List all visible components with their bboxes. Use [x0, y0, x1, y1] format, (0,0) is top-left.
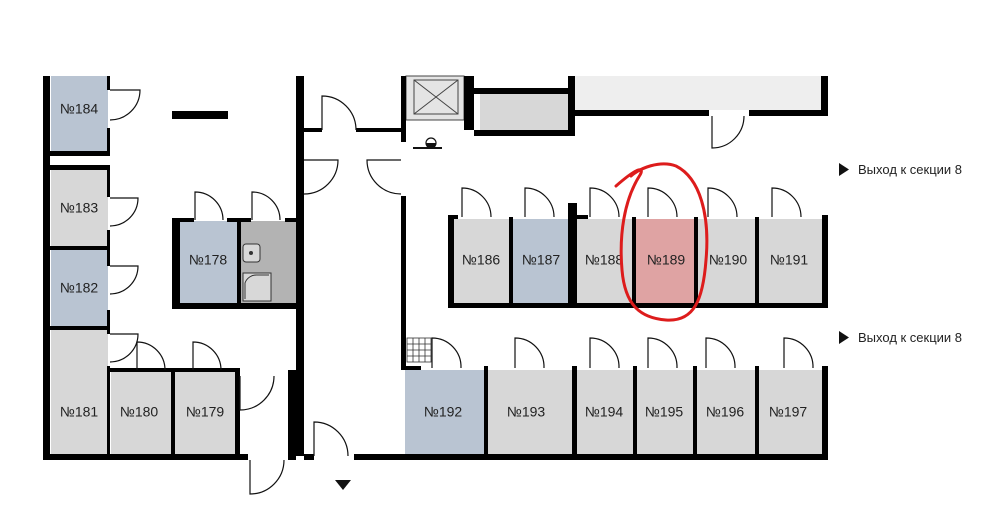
room-195[interactable]	[637, 370, 693, 454]
room-label-190: №190	[709, 252, 748, 268]
room-191[interactable]	[759, 219, 822, 303]
room-187[interactable]	[513, 219, 568, 303]
shower-icon	[242, 272, 272, 302]
fire-extinguisher-icon	[413, 137, 442, 149]
room-189[interactable]	[636, 219, 694, 303]
highlight-circle	[614, 162, 709, 322]
play-arrow-icon	[839, 163, 849, 176]
doors	[109, 89, 814, 495]
room-197[interactable]	[759, 370, 822, 454]
exit-label-bottom: Выход к секции 8	[858, 330, 962, 345]
room-label-196: №196	[706, 404, 745, 420]
room-183[interactable]	[51, 170, 108, 246]
room-label-182: №182	[60, 280, 99, 296]
sink-icon	[242, 243, 261, 263]
room-label-191: №191	[770, 252, 809, 268]
room-178[interactable]	[178, 221, 237, 305]
upper-corridor	[575, 76, 821, 110]
room-label-197: №197	[769, 404, 808, 420]
room-194[interactable]	[576, 370, 633, 454]
exit-link-top[interactable]: Выход к секции 8	[839, 162, 962, 177]
room-186[interactable]	[454, 219, 509, 303]
room-label-194: №194	[585, 404, 624, 420]
room-label-183: №183	[60, 200, 99, 216]
room-label-178: №178	[189, 252, 228, 268]
ventilation-grid-icon	[406, 337, 432, 363]
upper-room	[480, 94, 568, 130]
room-196[interactable]	[697, 370, 755, 454]
room-label-195: №195	[645, 404, 684, 420]
play-arrow-icon	[839, 331, 849, 344]
exit-link-bottom[interactable]: Выход к секции 8	[839, 330, 962, 345]
room-180[interactable]	[111, 372, 171, 454]
elevator-icon	[413, 79, 459, 115]
entrance-arrow-icon	[335, 480, 351, 490]
exit-label-top: Выход к секции 8	[858, 162, 962, 177]
walls	[43, 76, 828, 460]
room-193[interactable]	[488, 370, 572, 454]
room-label-187: №187	[522, 252, 561, 268]
room-184[interactable]	[51, 76, 108, 151]
room-label-193: №193	[507, 404, 546, 420]
room-label-179: №179	[186, 404, 225, 420]
room-179[interactable]	[175, 372, 235, 454]
room-label-180: №180	[120, 404, 159, 420]
room-label-192: №192	[424, 404, 463, 420]
room-label-189: №189	[647, 252, 686, 268]
room-192[interactable]	[405, 370, 484, 454]
room-181[interactable]	[51, 330, 108, 454]
room-label-188: №188	[585, 252, 624, 268]
room-label-186: №186	[462, 252, 501, 268]
room-label-181: №181	[60, 404, 99, 420]
room-182[interactable]	[51, 250, 108, 326]
room-label-184: №184	[60, 101, 99, 117]
